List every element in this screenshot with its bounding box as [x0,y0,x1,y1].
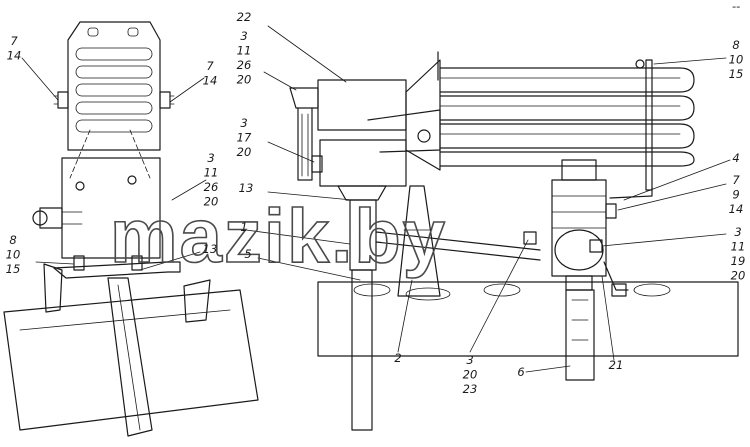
corner-mark: -- [732,0,740,13]
callout-c-5: 5 [244,247,251,261]
callout-c-13-mid: 13 [239,181,254,195]
callout-number: 21 [609,358,624,372]
callout-number: 20 [463,368,478,382]
callout-number: 23 [463,382,478,396]
left-side-view [3,21,259,437]
callout-number: 1 [240,220,247,234]
callout-number: 11 [204,166,219,180]
callout-c-6: 6 [517,365,524,379]
callout-number: 26 [237,58,252,72]
callout-number: 26 [204,180,219,194]
callout-number: 3 [466,353,473,367]
callout-c-21: 21 [609,358,624,372]
callout-number: 15 [6,262,21,276]
callout-c-22: 22 [237,10,252,24]
callout-number: 13 [239,181,254,195]
callout-number: 6 [517,365,524,379]
callout-number: 11 [731,240,746,254]
callout-number: 20 [237,73,252,87]
callout-number: 10 [729,53,744,67]
callout-number: 5 [244,247,251,261]
callout-number: 22 [237,10,252,24]
callout-number: 19 [731,254,746,268]
callout-number: 14 [203,74,218,88]
callout-c-4: 4 [732,151,739,165]
callout-number: 7 [10,34,18,48]
callout-number: 14 [7,49,22,63]
callout-number: 17 [237,131,252,145]
callout-number: 9 [732,188,739,202]
callout-number: 20 [731,269,746,283]
callout-number: 2 [394,351,401,365]
callout-number: 3 [240,116,247,130]
callout-number: 15 [729,67,744,81]
callout-number: 14 [729,202,744,216]
callout-number: 4 [732,151,739,165]
callout-c-13-left: 13 [203,242,218,256]
watermark: mazik.by [110,194,447,279]
callout-number: 20 [237,145,252,159]
callout-c-2: 2 [394,351,401,365]
leader-lines [21,25,731,373]
callout-number: 7 [732,173,740,187]
callout-c-1: 1 [240,220,247,234]
callout-number: 8 [9,233,16,247]
callout-number: 8 [732,38,739,52]
callout-number: 7 [206,59,214,73]
callout-number: 3 [240,29,247,43]
callout-number: 13 [203,242,218,256]
callout-number: 3 [734,225,741,239]
callout-number: 10 [6,248,21,262]
callout-number: 20 [204,195,219,209]
callout-number: 3 [207,151,214,165]
right-side-view [289,51,739,431]
callout-number: 11 [237,44,252,58]
